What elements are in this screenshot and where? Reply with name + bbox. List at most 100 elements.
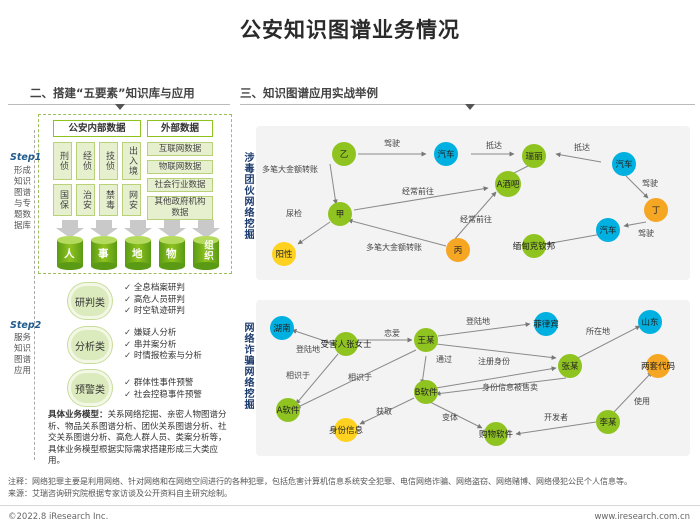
node-victim xyxy=(334,332,358,356)
node-jia xyxy=(328,202,352,226)
node-label: 受害人张女士 xyxy=(320,339,372,350)
element-cylinder-zuzhi xyxy=(193,236,219,270)
external-cell: 物联网数据 xyxy=(147,160,213,174)
footnote-note: 注释：网络犯罪主要是利用网络、针对网络和在网络空间进行的各种犯罪，包括危害计算机… xyxy=(8,477,632,486)
edge-label: 经常前往 xyxy=(402,186,434,196)
node-car2 xyxy=(612,152,636,176)
node-feilvbin xyxy=(534,312,558,336)
node-label: 李某 xyxy=(599,417,617,428)
internal-cell: 禁毒 xyxy=(99,184,118,216)
node-label: 瑞丽 xyxy=(525,151,543,162)
node-shopsoft xyxy=(484,422,508,446)
element-cylinder-di xyxy=(125,236,151,270)
element-cylinders xyxy=(57,236,219,270)
edge-label: 变体 xyxy=(442,412,458,422)
edge-label: 通过 xyxy=(436,354,452,364)
node-label: 乙 xyxy=(340,150,349,160)
node-asoft xyxy=(276,398,300,422)
element-label: 组织 xyxy=(202,240,213,261)
node-label: 丙 xyxy=(454,246,463,256)
node-label: 丁 xyxy=(652,206,661,216)
copyright: ©2022.8 iResearch Inc. xyxy=(8,512,109,522)
node-hunan xyxy=(270,316,294,340)
node-label: 菲律宾 xyxy=(533,319,559,330)
step2-text: 服务知识图谱应用 xyxy=(14,333,32,376)
edge-label: 开发者 xyxy=(544,412,568,422)
node-liangqi xyxy=(646,354,670,378)
step1-text: 形成知识图谱与专题数据库 xyxy=(14,166,32,231)
edge-label: 抵达 xyxy=(574,142,590,152)
node-li xyxy=(596,410,620,434)
node-bing xyxy=(446,238,470,262)
edge-label: 登陆地 xyxy=(296,344,320,354)
node-label: 王某 xyxy=(417,336,435,346)
external-cell: 互联网数据 xyxy=(147,142,213,156)
app-items-fenxi: 嫌疑人分析串并案分析时情报检索与分析 xyxy=(124,328,202,363)
edge-label: 多笔大金额转账 xyxy=(366,242,422,252)
node-ajiuba xyxy=(495,171,521,197)
website-link[interactable]: www.iresearch.com.cn xyxy=(594,512,690,522)
edge-label: 注册身份 xyxy=(478,356,510,366)
fraud-graph-panel xyxy=(256,300,690,456)
edge-label: 获取 xyxy=(376,406,392,416)
edge-label: 相识于 xyxy=(286,370,310,380)
app-category-yanpan: 研判类 xyxy=(68,283,112,319)
section2-heading: 二、搭建“五要素”知识库与应用 xyxy=(30,86,195,100)
edge-label: 恋爱 xyxy=(384,328,400,338)
node-bsoft xyxy=(414,380,438,404)
node-label: A软件 xyxy=(277,405,300,416)
node-car3 xyxy=(596,218,620,242)
node-label: 湖南 xyxy=(273,323,290,334)
section3-marker xyxy=(465,104,475,110)
node-shandong xyxy=(638,310,662,334)
node-label: 身份信息 xyxy=(329,425,364,436)
step-timeline xyxy=(34,130,35,460)
app-items-yanpan: 全息档案研判高危人员研判时空轨迹研判 xyxy=(124,283,185,318)
external-cell: 其他政府机构数据 xyxy=(147,196,213,220)
edge-label: 驾驶 xyxy=(638,228,654,238)
node-label: 张某 xyxy=(561,362,579,372)
internal-cell: 治安 xyxy=(76,184,95,216)
internal-cell: 技侦 xyxy=(99,142,118,180)
knowledge-base-frame xyxy=(38,114,232,274)
node-label: 汽车 xyxy=(615,159,632,170)
node-yi xyxy=(332,142,356,166)
node-label: A酒吧 xyxy=(497,180,520,190)
element-label: 物 xyxy=(166,248,177,260)
internal-cell: 刑侦 xyxy=(53,142,72,180)
drug-gang-graph: 驾驶 抵达 抵达 驾驶 多笔大金额转账 经常前往 经常前往 尿检 多笔大金额转账… xyxy=(262,138,668,266)
edge-label: 抵达 xyxy=(486,140,502,150)
node-label: 阳性 xyxy=(275,249,293,260)
external-cell: 社会行业数据 xyxy=(147,178,213,192)
node-positive xyxy=(272,242,296,266)
edge-label: 驾驶 xyxy=(642,178,658,188)
flow-arrows xyxy=(56,220,220,238)
node-idinfo xyxy=(334,418,358,442)
internal-cell: 网安 xyxy=(122,184,141,216)
node-label: B软件 xyxy=(415,387,438,398)
internal-cell: 出入境 xyxy=(122,142,141,180)
edge-label: 尿检 xyxy=(286,208,302,218)
node-label: 汽车 xyxy=(437,149,454,160)
internal-cell: 国保 xyxy=(53,184,72,216)
internal-data-header: 公安内部数据 xyxy=(53,120,141,137)
panel1-side-label: 涉毒团伙网络挖掘 xyxy=(242,152,253,240)
element-label: 地 xyxy=(132,248,143,260)
step1-label: Step1 xyxy=(10,152,42,163)
node-ruili xyxy=(522,144,546,168)
node-ding xyxy=(644,198,668,222)
node-zhang xyxy=(558,354,582,378)
section2-marker xyxy=(115,104,125,110)
node-car1 xyxy=(434,142,458,166)
edge-label: 相识于 xyxy=(348,372,372,382)
edge-label: 多笔大金额转账 xyxy=(262,164,318,174)
panel2-side-label: 网络诈骗网络挖掘 xyxy=(242,322,253,410)
step2-label: Step2 xyxy=(10,320,42,331)
node-label: 购物软件 xyxy=(479,429,514,440)
node-border xyxy=(522,234,546,258)
node-label: 缅甸克钦邦 xyxy=(513,241,556,252)
edge-label: 经常前往 xyxy=(460,214,492,224)
footnote-source: 来源：艾瑞咨询研究院根据专家访谈及公开资料自主研究绘制。 xyxy=(8,489,232,498)
model-note: 具体业务模型：关系网络挖掘、亲密人物图谱分析、物品关系图谱分析、团伙关系图谱分析… xyxy=(48,410,227,466)
external-data-header: 外部数据 xyxy=(147,120,213,137)
